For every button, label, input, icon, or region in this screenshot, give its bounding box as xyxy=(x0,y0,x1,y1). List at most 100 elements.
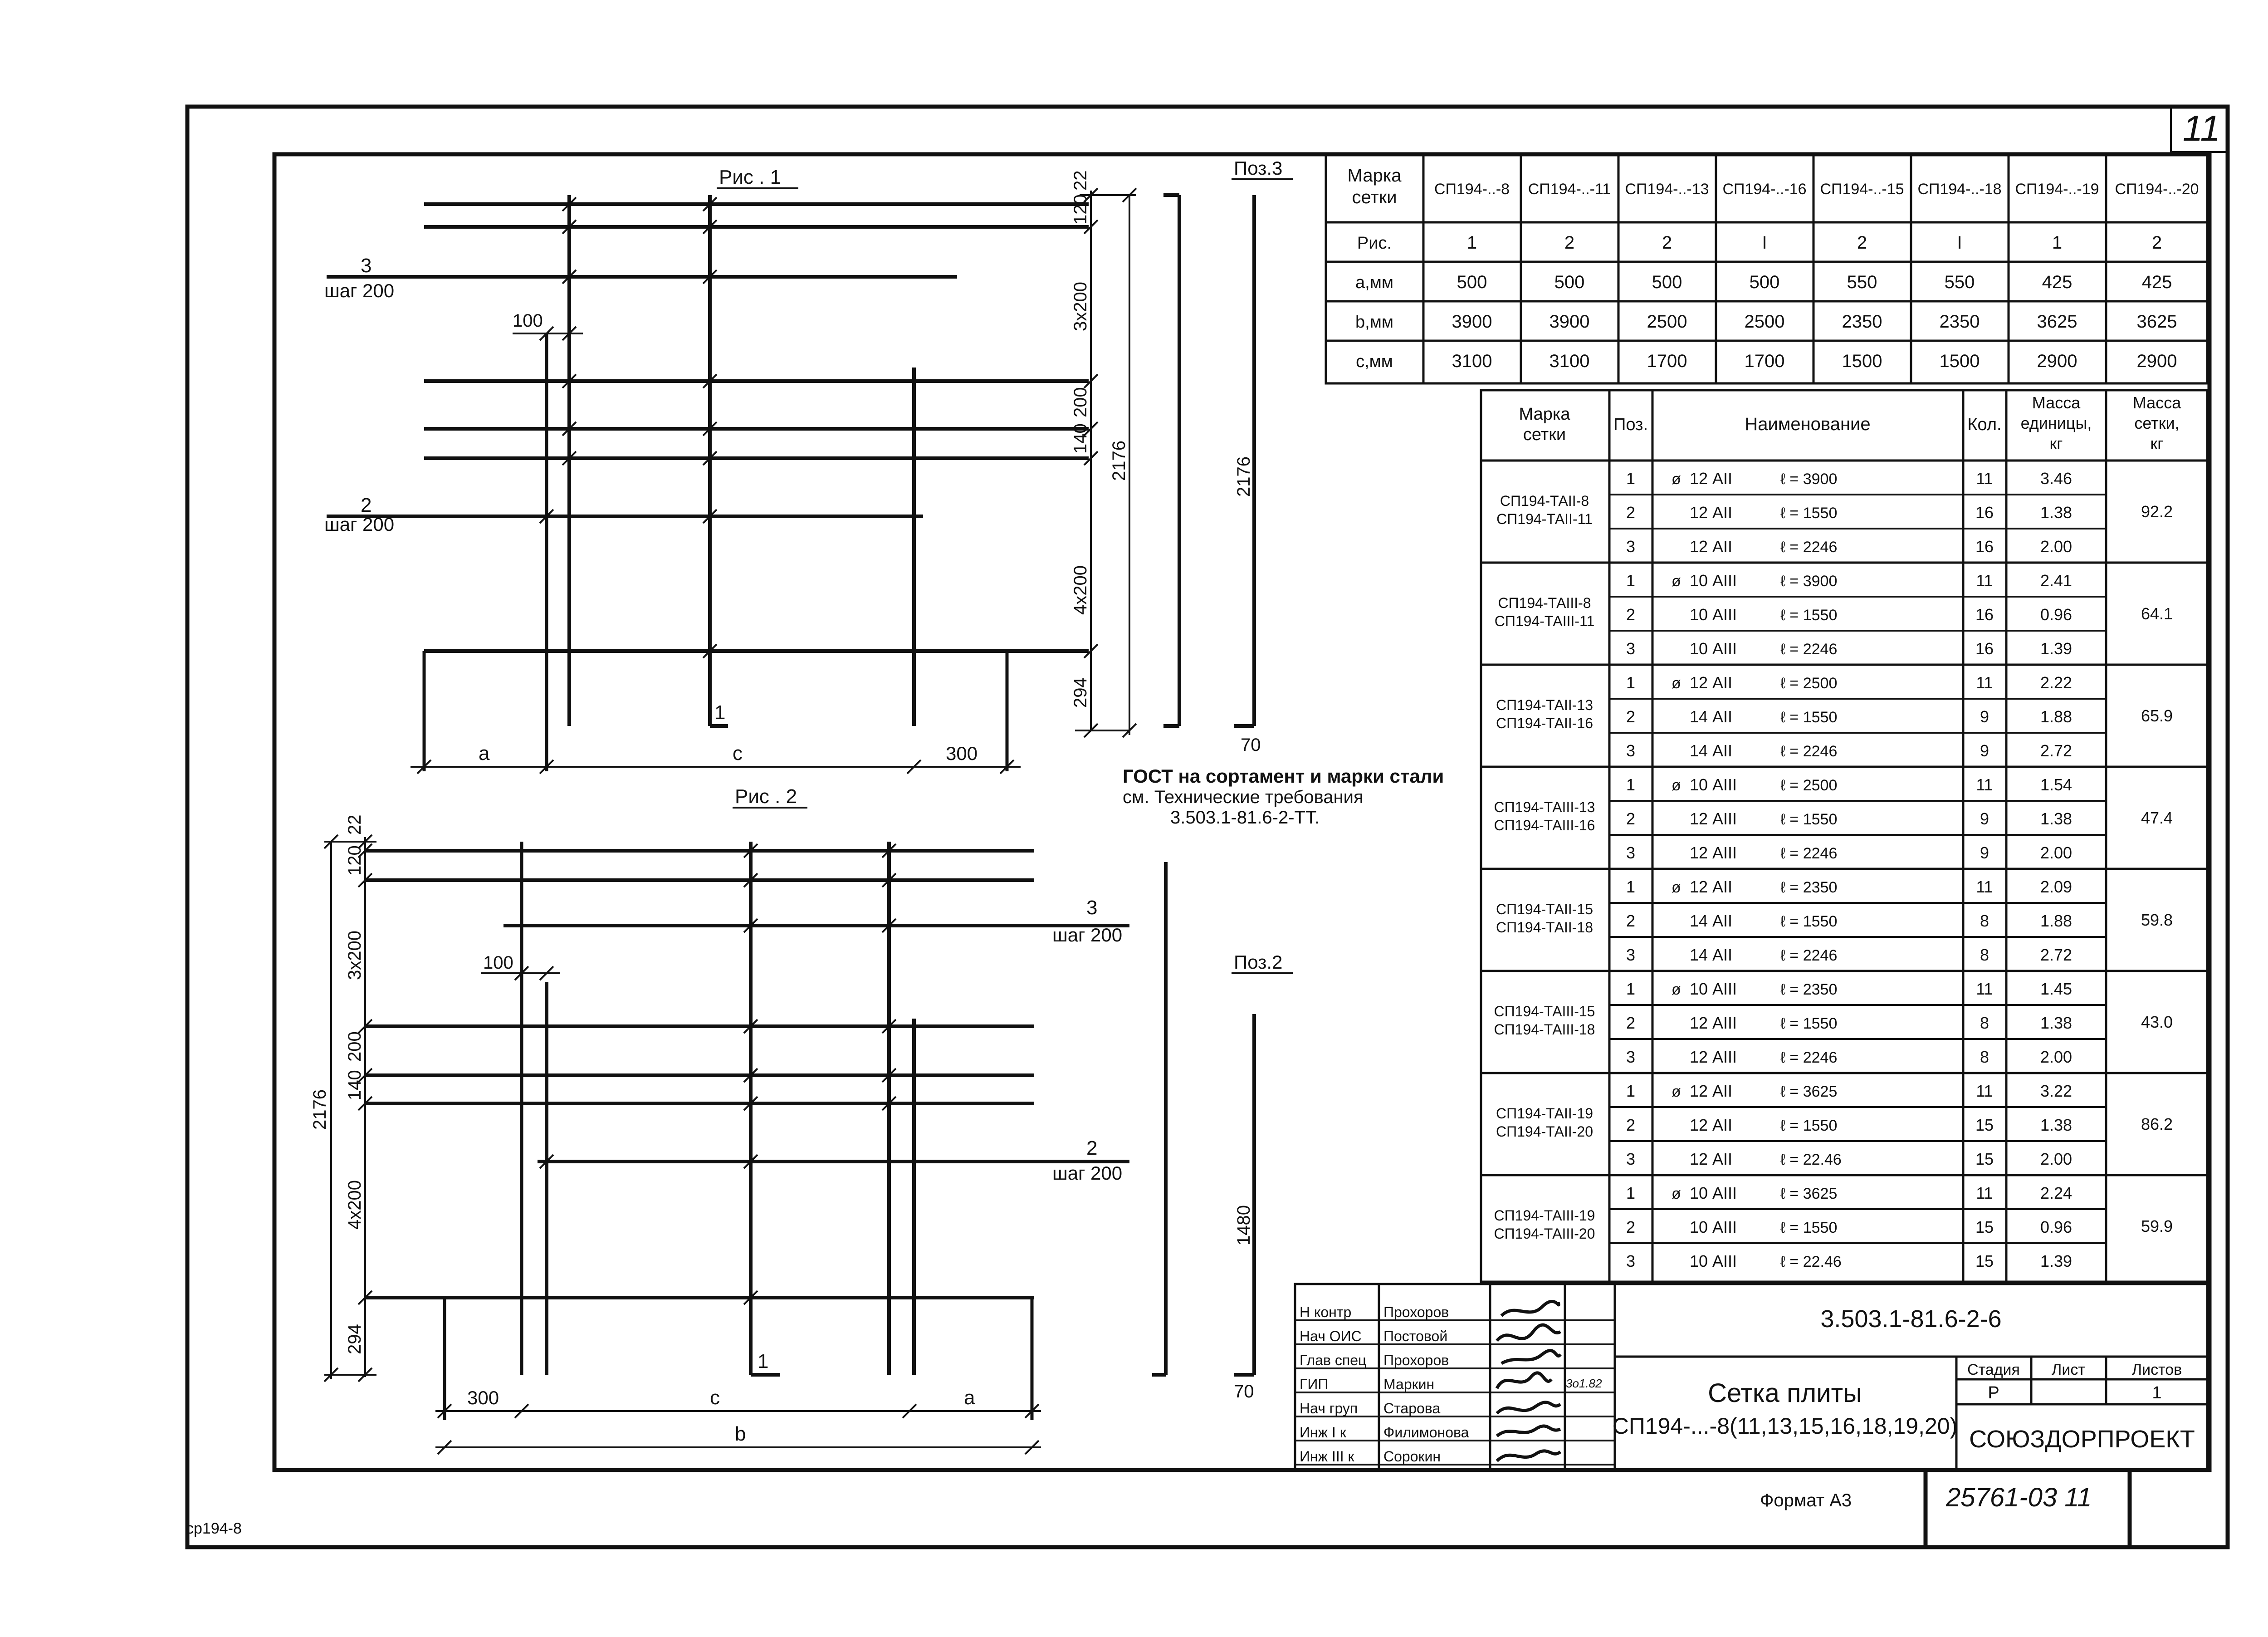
fig1-label-3: 3 xyxy=(361,255,371,277)
spec-group-mark: СП194-ТАIII-16 xyxy=(1494,817,1595,833)
fig2-dim-294: 294 xyxy=(345,1324,365,1354)
params-cell: 1500 xyxy=(1842,351,1882,371)
spec-row-bar: 14 АII xyxy=(1690,912,1732,930)
spec-group-mark: СП194-ТАIII-19 xyxy=(1494,1207,1595,1224)
sheets-header: Листов xyxy=(2132,1361,2182,1378)
spec-row-qty: 11 xyxy=(1976,1082,1993,1100)
fig1-dim-2176: 2176 xyxy=(1109,441,1129,481)
spec-row-len: ℓ = 3625 xyxy=(1780,1185,1837,1202)
spec-row-qty: 15 xyxy=(1975,1252,1994,1270)
params-cell: 425 xyxy=(2142,272,2172,292)
spec-row-unit-mass: 0.96 xyxy=(2040,605,2072,624)
spec-header-mesh-mass-2: сетки, xyxy=(2134,414,2179,432)
spec-row-unit-mass: 1.38 xyxy=(2040,809,2072,828)
fig1-pos3-hook: 70 xyxy=(1241,735,1261,755)
spec-row-pos: 1 xyxy=(1626,469,1635,488)
params-column-header: СП194-..-19 xyxy=(2015,181,2099,198)
sheet-frames: 11 xyxy=(185,104,2230,1549)
spec-header-unit-mass-1: Масса xyxy=(2032,393,2081,412)
fig2-dim-22: 22 xyxy=(345,815,365,835)
spec-row-qty: 8 xyxy=(1980,946,1989,964)
fig1-dim-300: 300 xyxy=(946,743,978,764)
spec-header-mesh-mass-3: кг xyxy=(2151,434,2164,453)
signatures xyxy=(1495,1299,1562,1462)
params-row-label: c,мм xyxy=(1356,352,1393,371)
fig2-step-3: шаг 200 xyxy=(1052,924,1122,946)
staff-role: Н контр xyxy=(1300,1304,1351,1320)
params-cell: 1 xyxy=(2052,233,2062,253)
spec-row-pos: 2 xyxy=(1626,707,1635,726)
spec-row-bar: 14 АII xyxy=(1690,707,1732,726)
spec-row-len: ℓ = 2246 xyxy=(1780,845,1837,862)
fig1-dim-120: 120 xyxy=(1070,194,1090,225)
archive-number: 25761-03 11 xyxy=(1945,1483,2092,1512)
spec-row-bar: 12 АII xyxy=(1690,673,1732,692)
fig1-label-1: 1 xyxy=(714,701,725,724)
staff-name: Маркин xyxy=(1383,1376,1434,1392)
spec-row-unit-mass: 2.00 xyxy=(2040,843,2072,862)
spec-row-bar: 10 АIII xyxy=(1690,980,1737,998)
spec-row-qty: 11 xyxy=(1976,775,1993,794)
staff-role: ГИП xyxy=(1300,1376,1328,1392)
fig2-dim-200: 200 xyxy=(345,1031,365,1062)
params-cell: 2 xyxy=(1564,233,1574,253)
fig2-dim-a: a xyxy=(964,1387,975,1409)
params-cell: 3100 xyxy=(1549,351,1590,371)
steel-note: ГОСТ на сортамент и марки стали см. Техн… xyxy=(1123,765,1444,828)
params-cell: I xyxy=(1762,233,1767,253)
params-cell: 500 xyxy=(1652,272,1682,292)
spec-row-qty: 11 xyxy=(1976,469,1993,488)
params-cell: 2350 xyxy=(1842,312,1882,332)
spec-row-qty: 15 xyxy=(1975,1116,1994,1134)
spec-row-unit-mass: 3.22 xyxy=(2040,1082,2072,1100)
figure-1: Рис . 1 xyxy=(324,157,1293,774)
fig1-pos3-title: Поз.3 xyxy=(1234,157,1282,179)
spec-row-unit-mass: 0.96 xyxy=(2040,1218,2072,1236)
spec-group-mark: СП194-ТАIII-11 xyxy=(1495,613,1595,629)
staff-role: Глав спец xyxy=(1300,1352,1366,1368)
stage-header: Стадия xyxy=(1967,1361,2020,1378)
spec-header-unit-mass-3: кг xyxy=(2050,434,2063,453)
fig2-dim-3x200: 3х200 xyxy=(345,931,365,980)
spec-row-len: ℓ = 2246 xyxy=(1780,947,1837,964)
spec-row-len: ℓ = 1550 xyxy=(1780,607,1837,624)
spec-row-len: ℓ = 1550 xyxy=(1780,1219,1837,1236)
spec-group-mark: СП194-ТАIII-20 xyxy=(1494,1225,1595,1242)
spec-row-bar: 12 АII xyxy=(1690,877,1732,896)
spec-row-len: ℓ = 2246 xyxy=(1780,641,1837,658)
spec-group-mark: СП194-ТАII-13 xyxy=(1496,697,1593,713)
spec-row-pos: 1 xyxy=(1626,877,1635,896)
params-cell: 500 xyxy=(1554,272,1585,292)
spec-row-dia: ø xyxy=(1672,777,1681,794)
spec-row-unit-mass: 2.00 xyxy=(2040,1150,2072,1168)
specification-table: Марка сетки Поз. Наименование Кол. Масса… xyxy=(1480,389,2209,1283)
spec-row-qty: 11 xyxy=(1976,877,1993,896)
spec-row-dia: ø xyxy=(1672,879,1681,896)
params-header-label-2: сетки xyxy=(1352,187,1397,207)
fig2-dim-100: 100 xyxy=(483,953,513,973)
spec-group-mark: СП194-ТАIII-15 xyxy=(1494,1003,1595,1019)
spec-group-mass: 47.4 xyxy=(2141,809,2173,827)
spec-row-bar: 14 АII xyxy=(1690,741,1732,760)
spec-header: Марка сетки Поз. Наименование Кол. Масса… xyxy=(1519,393,2182,453)
params-row-label: Рис. xyxy=(1357,234,1392,253)
staff-role: Инж I к xyxy=(1300,1424,1347,1441)
spec-row-len: ℓ = 1550 xyxy=(1780,811,1837,828)
spec-row-len: ℓ = 3900 xyxy=(1780,573,1837,590)
spec-row-bar: 10 АIII xyxy=(1690,1218,1737,1236)
params-header-label-1: Марка xyxy=(1348,166,1402,186)
spec-row-unit-mass: 1.38 xyxy=(2040,1014,2072,1032)
spec-row-qty: 16 xyxy=(1975,639,1994,658)
fig1-step-2: шаг 200 xyxy=(324,514,394,535)
staff-name: Прохоров xyxy=(1383,1304,1449,1320)
params-cell: 550 xyxy=(1847,272,1877,292)
spec-row-unit-mass: 1.88 xyxy=(2040,912,2072,930)
spec-row-bar: 10 АIII xyxy=(1690,1252,1737,1270)
organization: СОЮЗДОРПРОЕКТ xyxy=(1969,1426,2195,1453)
spec-row-unit-mass: 2.09 xyxy=(2040,877,2072,896)
spec-row-pos: 1 xyxy=(1626,980,1635,998)
spec-row-pos: 2 xyxy=(1626,1218,1635,1236)
spec-row-len: ℓ = 1550 xyxy=(1780,913,1837,930)
